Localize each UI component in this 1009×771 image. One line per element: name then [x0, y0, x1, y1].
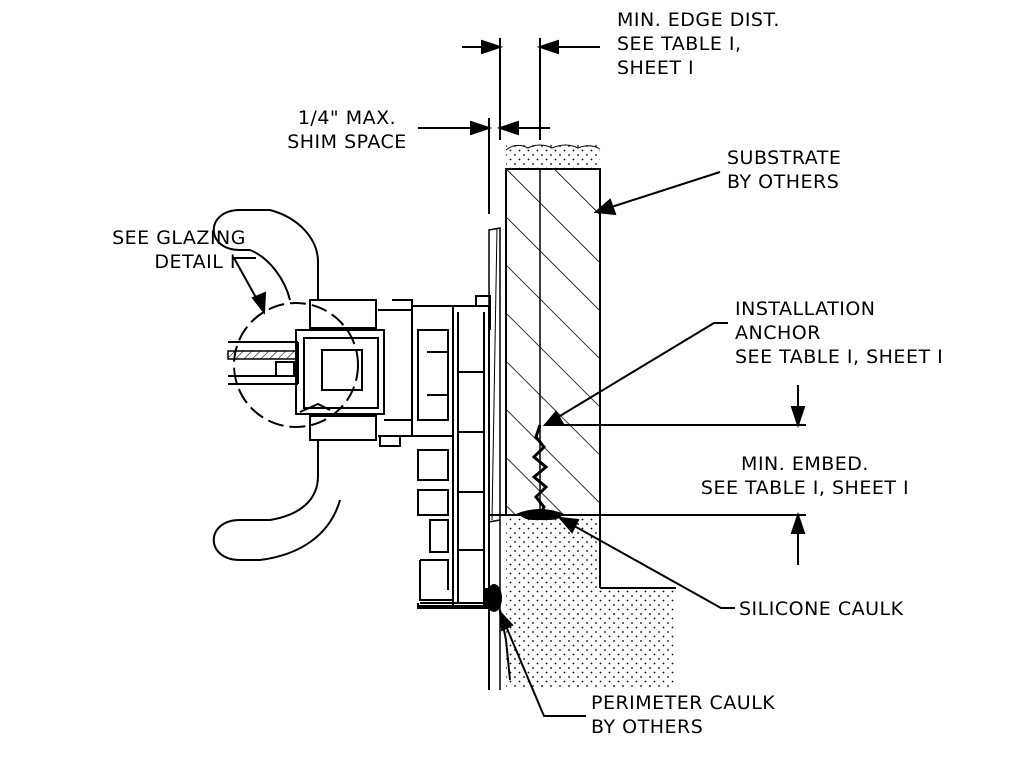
note-line: ANCHOR	[735, 322, 821, 344]
min-embed-note: MIN. EMBED. SEE TABLE I, SHEET I	[655, 452, 955, 500]
masonry-below	[506, 514, 676, 688]
shim-space-dimension	[418, 118, 550, 214]
note-line: SEE TABLE I, SHEET I	[735, 346, 944, 368]
substrate-wood	[505, 168, 601, 516]
note-line: SHEET I	[617, 57, 695, 79]
note-line: SEE TABLE I,	[617, 33, 742, 55]
note-line: BY OTHERS	[727, 171, 840, 193]
note-line: DETAIL I	[154, 251, 236, 273]
installation-anchor-note: INSTALLATION ANCHOR SEE TABLE I, SHEET I	[735, 297, 943, 369]
silicone-caulk-note: SILICONE CAULK	[739, 597, 904, 621]
min-edge-dist-dimension	[462, 38, 600, 140]
note-line: SILICONE CAULK	[739, 598, 904, 620]
note-line: SHIM SPACE	[287, 131, 407, 153]
min-embed-dimension	[489, 385, 806, 565]
leader-lines	[232, 171, 735, 717]
sash-glazing	[295, 299, 385, 441]
min-edge-dist-note: MIN. EDGE DIST. SEE TABLE I, SHEET I	[617, 8, 780, 80]
shim-wedge	[488, 227, 501, 523]
shim-space-note: 1/4" MAX. SHIM SPACE	[272, 106, 422, 154]
perimeter-caulk-bead	[483, 584, 511, 681]
break-line-shapes	[212, 209, 341, 561]
note-line: SUBSTRATE	[727, 147, 842, 169]
note-line: PERIMETER CAULK	[591, 692, 776, 714]
note-line: MIN. EDGE DIST.	[617, 9, 780, 31]
glazing-detail-note: SEE GLAZING DETAIL I	[20, 226, 246, 274]
note-line: 1/4" MAX.	[297, 107, 397, 129]
note-line: INSTALLATION	[735, 298, 876, 320]
substrate-note: SUBSTRATE BY OTHERS	[727, 146, 841, 194]
window-frame-extrusion	[378, 295, 491, 609]
note-line: BY OTHERS	[591, 716, 704, 738]
note-line: SEE GLAZING	[112, 227, 246, 249]
perimeter-caulk-note: PERIMETER CAULK BY OTHERS	[591, 691, 775, 739]
insulated-glass-unit	[227, 341, 299, 385]
note-line: MIN. EMBED.	[741, 453, 869, 475]
glazing-detail-circle	[233, 302, 359, 428]
note-line: SEE TABLE I, SHEET I	[700, 477, 910, 499]
substrate-top-cap	[505, 143, 601, 169]
